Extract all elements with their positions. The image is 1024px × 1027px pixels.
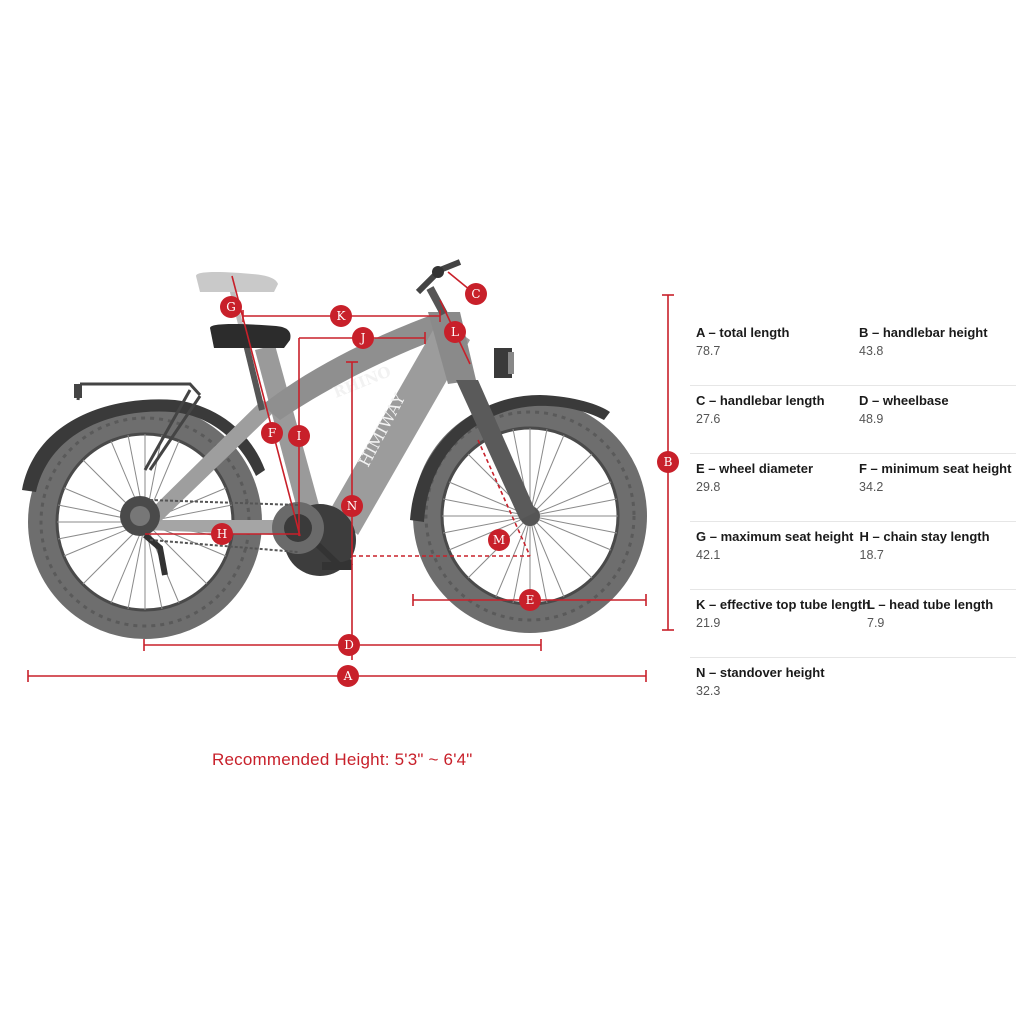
spec-value: 21.9 xyxy=(696,616,721,630)
svg-text:D: D xyxy=(344,638,354,652)
badge-k: K xyxy=(330,305,352,327)
spec-label: C – handlebar length xyxy=(696,393,825,408)
badge-l: L xyxy=(444,321,466,343)
svg-text:G: G xyxy=(226,300,236,314)
svg-text:L: L xyxy=(451,325,459,339)
badge-f: F xyxy=(261,422,283,444)
spec-row: E – wheel diameter 29.8 F – minimum seat… xyxy=(690,454,1016,522)
badge-m: M xyxy=(488,529,510,551)
spec-wheel-diameter: E – wheel diameter 29.8 xyxy=(690,460,853,521)
svg-text:F: F xyxy=(268,426,276,440)
handlebar-assembly xyxy=(415,259,462,316)
spec-value: 43.8 xyxy=(859,344,884,358)
svg-text:B: B xyxy=(664,455,673,469)
spec-label: F – minimum seat height xyxy=(859,461,1012,476)
badge-b: B xyxy=(657,451,679,473)
front-fender xyxy=(410,395,610,522)
badge-g: G xyxy=(220,296,242,318)
svg-text:J: J xyxy=(359,331,366,345)
spec-value: 48.9 xyxy=(859,412,884,426)
spec-value: 29.8 xyxy=(696,480,721,494)
spec-value: 42.1 xyxy=(696,548,721,562)
spec-label: A – total length xyxy=(696,325,790,340)
recommended-height-text: Recommended Height: 5'3" ~ 6'4" xyxy=(212,750,473,769)
spec-value: 18.7 xyxy=(859,548,884,562)
badge-n: N xyxy=(341,495,363,517)
spec-label: N – standover height xyxy=(696,665,825,680)
spec-standover-height: N – standover height 32.3 xyxy=(690,664,861,726)
tail-light xyxy=(74,384,82,398)
spec-handlebar-height: B – handlebar height 43.8 xyxy=(853,324,1016,385)
svg-text:E: E xyxy=(526,593,535,607)
spec-label: H – chain stay length xyxy=(859,529,990,544)
badge-e: E xyxy=(519,589,541,611)
headlight xyxy=(494,348,512,378)
badge-h: H xyxy=(211,523,233,545)
spec-minimum-seat-height: F – minimum seat height 34.2 xyxy=(853,460,1016,521)
spec-handlebar-length: C – handlebar length 27.6 xyxy=(690,392,853,453)
rear-fender xyxy=(22,399,265,492)
badge-j: J xyxy=(352,327,374,349)
spec-total-length: A – total length 78.7 xyxy=(690,324,853,385)
spec-label: L – head tube length xyxy=(867,597,994,612)
svg-text:K: K xyxy=(337,309,347,323)
badge-i: I xyxy=(288,425,310,447)
spec-table: A – total length 78.7 B – handlebar heig… xyxy=(690,318,1016,726)
badge-a: A xyxy=(337,665,359,687)
svg-text:A: A xyxy=(343,669,353,683)
badge-d: D xyxy=(338,634,360,656)
spec-value: 32.3 xyxy=(696,684,721,698)
spec-label: B – handlebar height xyxy=(859,325,988,340)
spec-label: D – wheelbase xyxy=(859,393,949,408)
front-wheel xyxy=(413,399,647,633)
spec-value: 7.9 xyxy=(867,616,885,630)
svg-text:N: N xyxy=(347,499,358,513)
spec-label: G – maximum seat height xyxy=(696,529,854,544)
spec-row: A – total length 78.7 B – handlebar heig… xyxy=(690,318,1016,386)
spec-label: E – wheel diameter xyxy=(696,461,814,476)
spec-effective-top-tube-length: K – effective top tube length 21.9 xyxy=(690,596,871,657)
badge-c: C xyxy=(465,283,487,305)
spec-maximum-seat-height: G – maximum seat height 42.1 xyxy=(690,528,854,589)
spec-head-tube-length: L – head tube length 7.9 xyxy=(861,596,1016,657)
svg-text:H: H xyxy=(217,527,227,541)
spec-value: 34.2 xyxy=(859,480,884,494)
spec-wheelbase: D – wheelbase 48.9 xyxy=(853,392,1016,453)
svg-text:I: I xyxy=(297,429,302,443)
svg-text:M: M xyxy=(493,533,505,547)
spec-value: 78.7 xyxy=(696,344,721,358)
svg-text:C: C xyxy=(471,287,480,301)
spec-value: 27.6 xyxy=(696,412,721,426)
spec-chain-stay-length: H – chain stay length 18.7 xyxy=(854,528,1017,589)
spec-label: K – effective top tube length xyxy=(696,597,871,612)
spec-row: G – maximum seat height 42.1 H – chain s… xyxy=(690,522,1016,590)
spec-row: K – effective top tube length 21.9 L – h… xyxy=(690,590,1016,658)
spec-row: N – standover height 32.3 xyxy=(690,658,1016,726)
spec-row: C – handlebar length 27.6 D – wheelbase … xyxy=(690,386,1016,454)
